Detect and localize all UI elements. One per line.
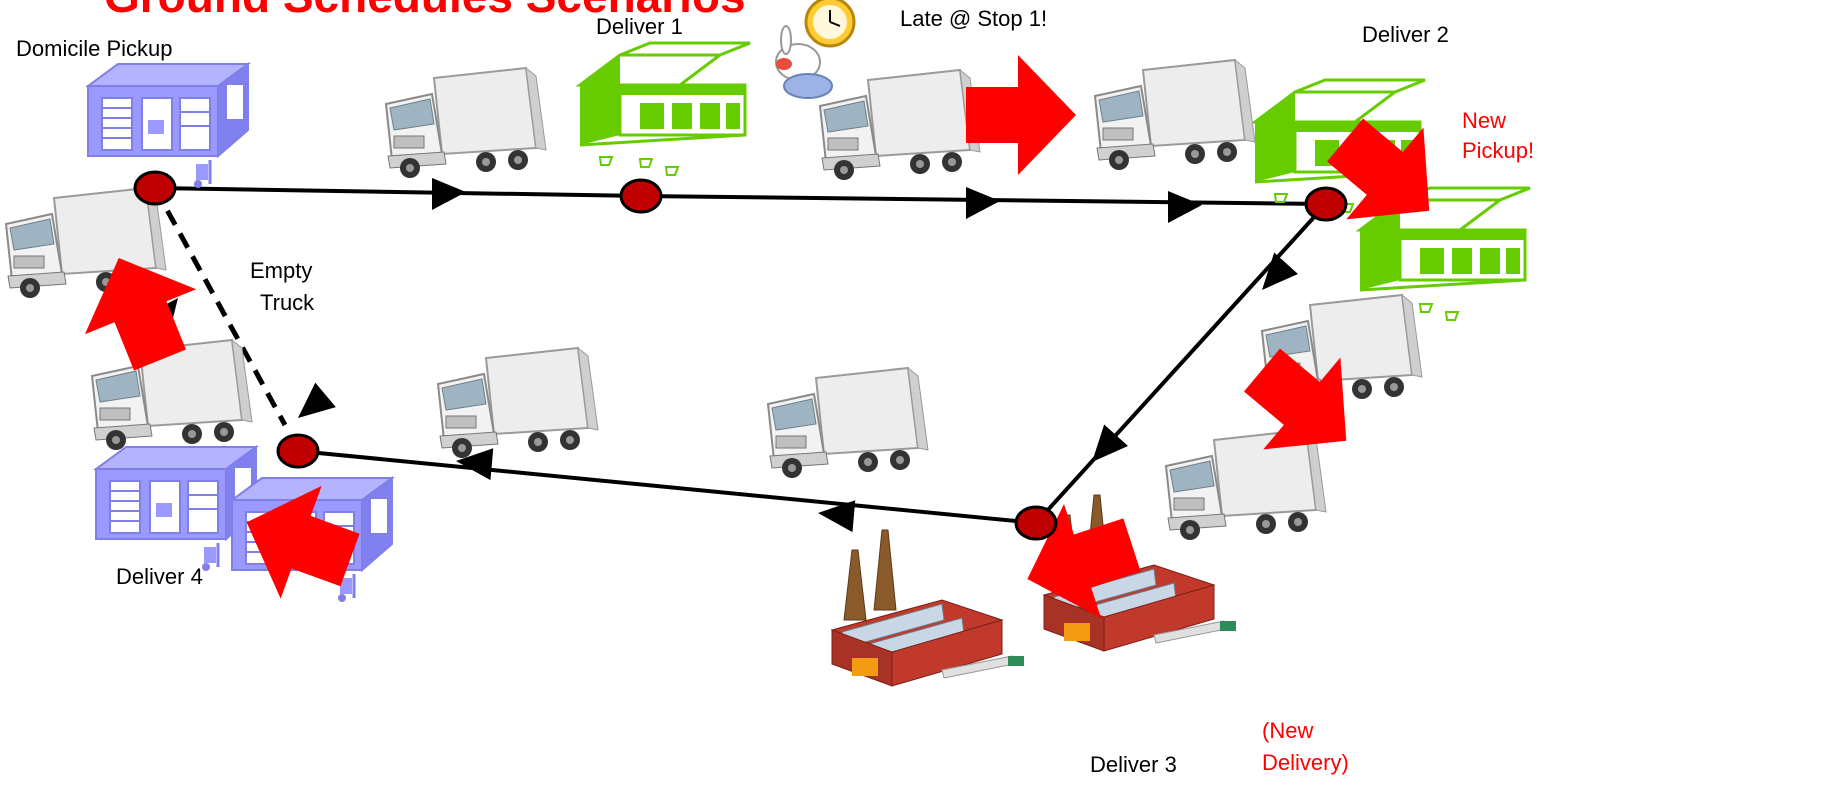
node-deliver-2 (1304, 186, 1348, 222)
label-new-pickup-line2: Pickup! (1462, 138, 1534, 163)
label-new-delivery-line2: Delivery) (1262, 750, 1349, 775)
truck-icon-7 (767, 367, 929, 479)
factory-icon-deliver-3 (831, 529, 1025, 687)
arrowhead-5 (1092, 424, 1128, 462)
node-deliver-3 (1014, 505, 1058, 541)
route-lines (152, 186, 1328, 525)
label-new-delivery-line1: (New (1262, 718, 1313, 743)
arrowhead-6 (818, 500, 856, 533)
arrowhead-3 (1168, 191, 1202, 223)
truck-icon-1 (385, 67, 547, 179)
node-deliver-1 (619, 178, 663, 214)
warehouse-icon-domicile (86, 62, 250, 190)
node-domicile (133, 170, 177, 206)
truck-icon-2 (819, 69, 981, 181)
red-arrow-late (966, 55, 1076, 175)
label-deliver-2: Deliver 2 (1362, 22, 1449, 47)
label-domicile-pickup: Domicile Pickup (16, 36, 173, 61)
late-rabbit-clock-icon (775, 0, 856, 99)
arrowhead-2 (966, 187, 1000, 219)
label-deliver-1: Deliver 1 (596, 14, 683, 39)
label-late-stop: Late @ Stop 1! (900, 6, 1047, 31)
label-deliver-3: Deliver 3 (1090, 752, 1177, 777)
store-icon-deliver-1 (578, 41, 752, 177)
truck-icon-3 (1094, 59, 1256, 171)
label-empty-truck-line2: Truck (260, 290, 315, 315)
node-deliver-4 (276, 433, 320, 469)
label-empty-truck-line1: Empty (250, 258, 312, 283)
label-new-pickup-line1: New (1462, 108, 1506, 133)
truck-icon-5 (91, 339, 253, 451)
arrowhead-4 (1262, 252, 1298, 290)
diagram-title: Ground Schedules Scenarios (104, 0, 746, 22)
arrowhead-1 (432, 178, 466, 210)
arrowhead-9 (298, 382, 336, 418)
arrowhead-7 (456, 448, 494, 481)
truck-icon-6 (437, 347, 599, 459)
truck-icon-9 (1165, 429, 1327, 541)
label-deliver-4: Deliver 4 (116, 564, 203, 589)
